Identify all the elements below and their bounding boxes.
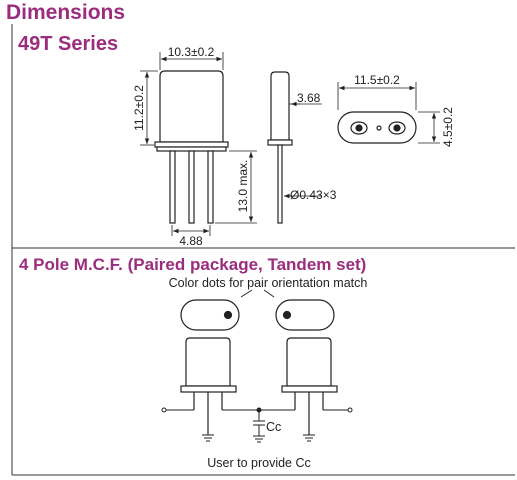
crystal-side-view: [267, 71, 293, 224]
bottom-view-dimensions: [337, 82, 440, 144]
front-view-dimensions: [140, 52, 257, 236]
base-width-label: 11.5±0.2: [354, 73, 400, 87]
thickness-label: 3.68: [297, 91, 321, 105]
frame: [11, 24, 515, 476]
crystal-bottom-view: [337, 111, 417, 144]
color-dots-note: Color dots for pair orientation match: [169, 276, 368, 290]
cc-label: Cc: [266, 420, 281, 434]
paired-top-views: [180, 289, 335, 331]
series-heading: 49T Series: [18, 33, 119, 55]
page-title: Dimensions: [6, 1, 126, 24]
crystal-package-right: [281, 337, 338, 435]
crystal-front-view: [154, 70, 229, 224]
pitch-label: 4.88: [179, 234, 203, 248]
lead-length-label: 13.0 max.: [236, 160, 250, 213]
user-provide-note: User to provide Cc: [207, 456, 311, 470]
base-height-label: 4.5±0.2: [441, 107, 455, 147]
mcf-heading: 4 Pole M.C.F. (Paired package, Tandem se…: [19, 255, 367, 274]
side-view-dimensions: [284, 101, 322, 199]
height-dimension-label: 11.2±0.2: [132, 85, 146, 131]
lead-diameter-label: Ø0.43×3: [290, 188, 337, 202]
tandem-circuit: [161, 407, 353, 443]
width-dimension-label: 10.3±0.2: [168, 45, 215, 59]
crystal-package-left: [180, 337, 237, 435]
